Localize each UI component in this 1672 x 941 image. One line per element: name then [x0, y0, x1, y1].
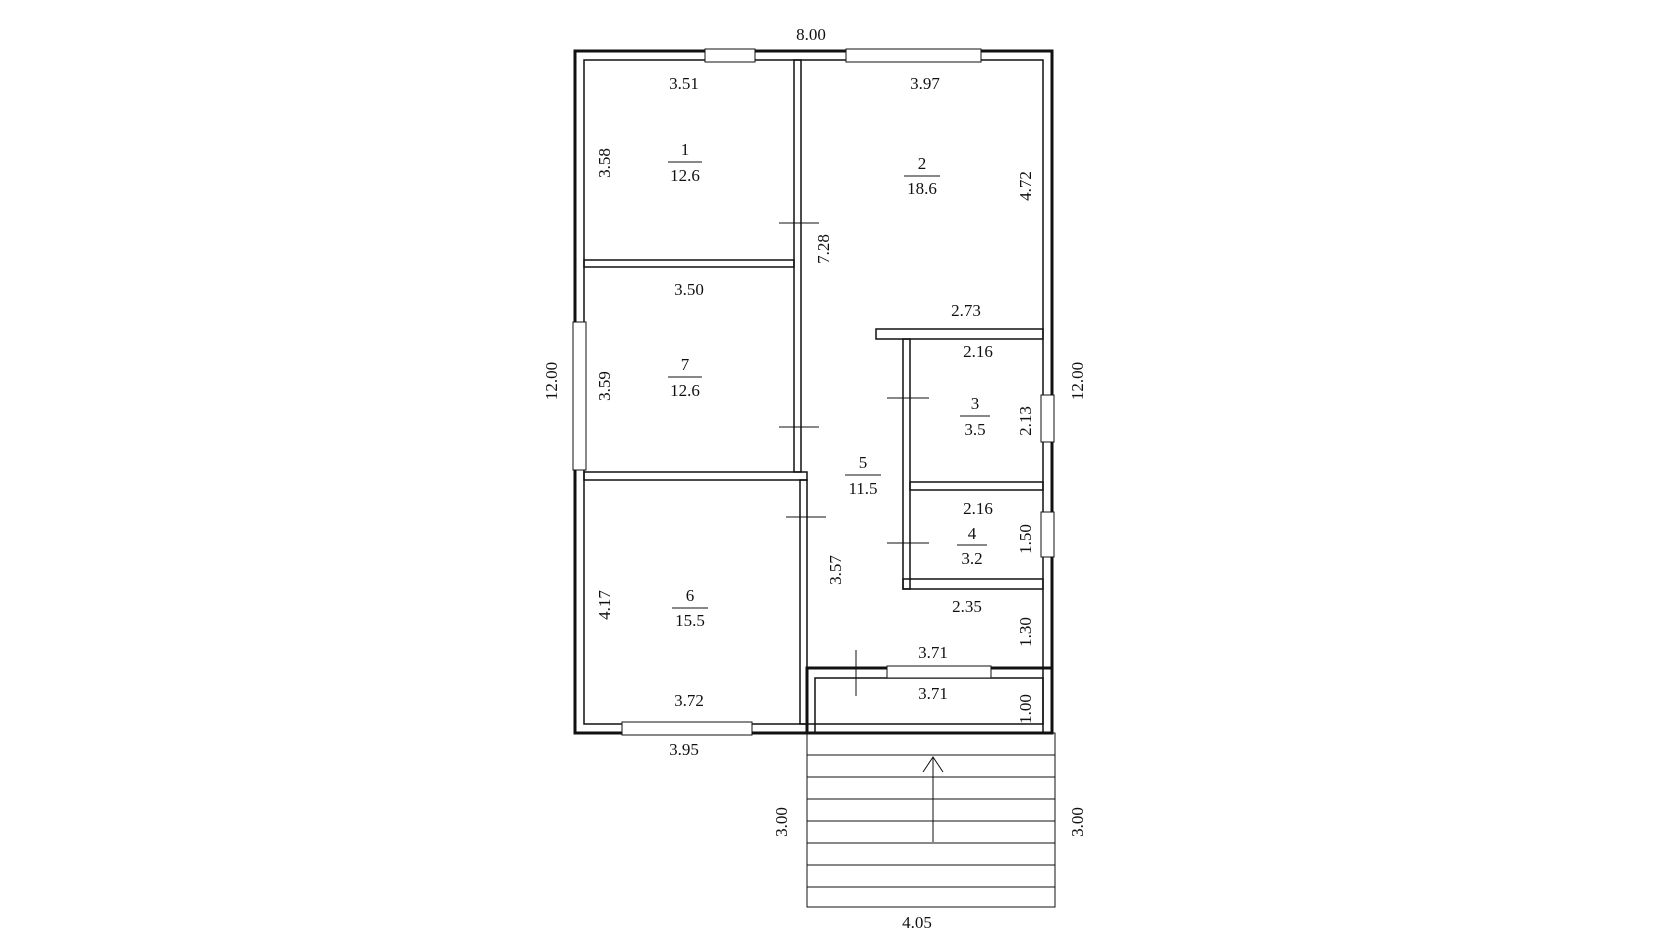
- room-area: 12.6: [670, 381, 700, 400]
- dim-bottom-width: 3.95: [669, 740, 699, 759]
- room-area: 11.5: [848, 479, 877, 498]
- dim-partition-r2: 7.28: [814, 234, 833, 264]
- stairs-outline: [806, 732, 1056, 908]
- partition-landing: [875, 328, 1044, 340]
- dim-r4-right: 1.50: [1016, 524, 1035, 554]
- dimensions: 8.00 3.51 3.97 3.50 2.73 2.16 2.16 2.35 …: [542, 25, 1087, 932]
- dim-right-height: 12.00: [1068, 362, 1087, 400]
- dim-stairs-right: 3.00: [1068, 807, 1087, 837]
- room-6-label: 6 15.5: [672, 586, 708, 630]
- dim-r7-left: 3.59: [595, 371, 614, 401]
- room-number: 5: [859, 453, 868, 472]
- partition-vertical-left: [793, 59, 802, 473]
- room-area: 15.5: [675, 611, 705, 630]
- dim-porch-bottom: 3.71: [918, 684, 948, 703]
- room-7-label: 7 12.6: [668, 355, 702, 400]
- dim-stairs-left: 3.00: [772, 807, 791, 837]
- dim-r2-top: 3.97: [910, 74, 940, 93]
- partition-room3-room4: [909, 481, 1044, 491]
- room-area: 3.2: [961, 549, 982, 568]
- dim-r1-left: 3.58: [595, 148, 614, 178]
- outer-wall-outline: [573, 49, 1054, 735]
- dim-stairs-width: 4.05: [902, 913, 932, 932]
- windows: [572, 48, 1055, 736]
- room-number: 4: [968, 524, 977, 543]
- stair-arrow-head: [922, 756, 944, 773]
- room-area: 3.5: [964, 420, 985, 439]
- dim-r3-right: 2.13: [1016, 406, 1035, 436]
- room-area: 12.6: [670, 166, 700, 185]
- dim-landing-top: 2.73: [951, 301, 981, 320]
- dim-left-height: 12.00: [542, 362, 561, 400]
- outer-walls: [573, 49, 1054, 735]
- room-labels: 1 12.6 2 18.6 3 3.5 4 3.2 5 11.5 6 15.5: [668, 140, 990, 630]
- porch: [805, 665, 1054, 733]
- window-room-6: [621, 721, 753, 736]
- dim-porch-right: 1.00: [1016, 694, 1035, 724]
- outer-wall-inner-line: [583, 59, 1044, 725]
- partition-room6-hall: [799, 479, 808, 725]
- window-room-7: [572, 321, 587, 471]
- room-2-label: 2 18.6: [904, 154, 940, 198]
- room-5-label: 5 11.5: [845, 453, 881, 498]
- dim-r1-top: 3.51: [669, 74, 699, 93]
- room-number: 1: [681, 140, 690, 159]
- room-4-label: 4 3.2: [957, 524, 987, 568]
- dim-r2-right: 4.72: [1016, 171, 1035, 201]
- room-number: 3: [971, 394, 980, 413]
- stairs: [806, 732, 1056, 908]
- window-porch: [886, 665, 992, 679]
- dim-r6-bottom-inner: 3.72: [674, 691, 704, 710]
- room-number: 6: [686, 586, 695, 605]
- window-room-2: [845, 48, 982, 63]
- dim-top-width: 8.00: [796, 25, 826, 44]
- room-1-label: 1 12.6: [668, 140, 702, 185]
- dim-r7-top: 3.50: [674, 280, 704, 299]
- partition-room1-room7: [583, 259, 795, 268]
- partition-room7-room6: [583, 471, 808, 481]
- room-3-label: 3 3.5: [960, 394, 990, 439]
- room-number: 7: [681, 355, 690, 374]
- room-area: 18.6: [907, 179, 937, 198]
- dim-hall-right: 1.30: [1016, 617, 1035, 647]
- partition-room4-bottom: [902, 578, 1044, 590]
- dim-porch-top: 3.71: [918, 643, 948, 662]
- dim-r3-top: 2.16: [963, 342, 993, 361]
- dim-hall-bottom: 2.35: [952, 597, 982, 616]
- dim-hall-left: 3.57: [826, 555, 845, 585]
- window-room-4: [1040, 511, 1055, 558]
- doors: [779, 222, 929, 696]
- partitions: [583, 59, 1044, 725]
- dim-r4-top: 2.16: [963, 499, 993, 518]
- window-room-3: [1040, 394, 1055, 443]
- partition-bath-left: [902, 338, 911, 590]
- room-number: 2: [918, 154, 927, 173]
- dim-r6-left: 4.17: [595, 590, 614, 620]
- window-room-1: [704, 48, 756, 63]
